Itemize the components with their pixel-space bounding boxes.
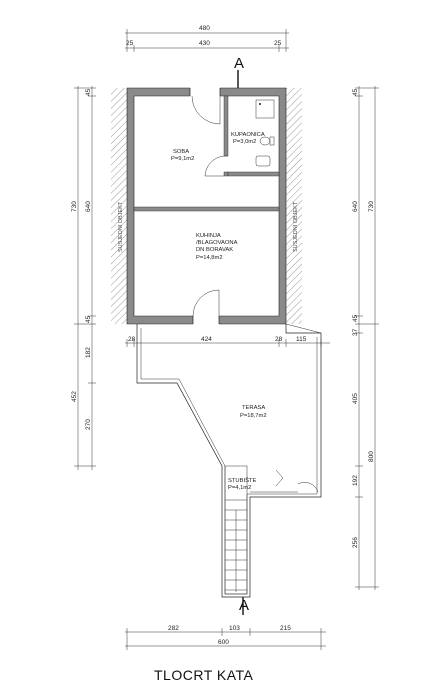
dim-row-2: 424 <box>201 336 212 343</box>
neighbour-hatch-right <box>286 88 302 324</box>
svg-text:P=18,7m2: P=18,7m2 <box>240 413 267 419</box>
walls <box>126 87 287 325</box>
dim-left-total-2: 452 <box>71 391 78 402</box>
dim-left-2: 640 <box>85 201 92 212</box>
svg-text:STUBIŠTE: STUBIŠTE <box>228 477 256 484</box>
dim-row-3: 28 <box>275 336 283 343</box>
neighbour-label-right: SUSJEDNI OBJEKT <box>293 201 299 252</box>
dim-top-total: 480 <box>199 25 210 32</box>
svg-text:P=9,1m2: P=9,1m2 <box>171 156 194 162</box>
dimension-right <box>355 86 379 590</box>
dim-right-4: 45 <box>352 314 359 322</box>
dim-right-total-2: 800 <box>368 451 375 462</box>
room-label-soba: SOBA P=9,1m2 <box>171 149 194 162</box>
dimension-top <box>125 29 289 52</box>
svg-text:P=14,8m2: P=14,8m2 <box>196 255 223 261</box>
svg-text:KUPAONICA: KUPAONICA <box>231 132 265 138</box>
dim-left-5: 270 <box>85 419 92 430</box>
dimension-left <box>74 86 96 470</box>
section-line <box>237 70 244 615</box>
dim-left-3: 45 <box>85 315 92 323</box>
dim-left-total-1: 730 <box>71 201 78 212</box>
dim-right-5: 405 <box>352 393 359 404</box>
toilet <box>259 136 271 146</box>
svg-text:KUHINJA: KUHINJA <box>196 233 221 239</box>
room-label-kuhinja: KUHINJA /BLAGOVAONA DN BORAVAK P=14,8m2 <box>196 233 238 261</box>
shower-tray <box>255 99 275 119</box>
dim-top-part-1: 25 <box>126 40 134 47</box>
room-label-stubiste: STUBIŠTE P=4,1m2 <box>228 477 256 491</box>
neighbour-hatch-left <box>111 88 127 324</box>
room-label-kupaonica: KUPAONICA P=3,0m2 <box>231 132 265 145</box>
section-mark-bottom: A <box>239 597 249 614</box>
room-label-terasa: TERASA P=18,7m2 <box>240 405 267 419</box>
svg-text:P=3,0m2: P=3,0m2 <box>233 139 256 145</box>
svg-text:P=4,1m2: P=4,1m2 <box>228 485 251 491</box>
dim-row-1: 28 <box>128 336 136 343</box>
neighbour-label-left: SUSJEDNI OBJEKT <box>118 201 124 252</box>
dim-right-1: 45 <box>352 88 359 96</box>
svg-text:DN BORAVAK: DN BORAVAK <box>196 247 233 253</box>
dim-right-total-1: 730 <box>368 201 375 212</box>
dim-row-4: 115 <box>296 336 307 343</box>
dim-right-2: 640 <box>352 201 359 212</box>
bathroom-fixtures <box>255 99 275 167</box>
washbasin <box>255 155 271 167</box>
dim-right-7: 256 <box>352 537 359 548</box>
door-swings <box>191 95 228 317</box>
dim-left-1: 45 <box>85 88 92 96</box>
dimension-upper-row <box>125 339 330 347</box>
dim-right-6: 192 <box>352 475 359 486</box>
dim-bottom-3: 215 <box>280 625 291 632</box>
dim-bottom-total: 600 <box>218 639 229 646</box>
svg-text:/BLAGOVAONA: /BLAGOVAONA <box>196 240 238 246</box>
stairs <box>224 465 319 595</box>
dim-bottom-1: 282 <box>168 625 179 632</box>
svg-text:SOBA: SOBA <box>173 149 189 155</box>
terrace-outline <box>136 323 322 598</box>
dim-top-part-2: 430 <box>199 40 210 47</box>
dim-bottom-2: 103 <box>229 625 240 632</box>
dim-left-4: 182 <box>85 347 92 358</box>
dim-right-3: 37 <box>352 328 359 336</box>
dim-top-part-3: 25 <box>274 40 282 47</box>
section-mark-top: A <box>234 55 244 72</box>
svg-text:TERASA: TERASA <box>242 405 265 411</box>
drawing-title: TLOCRT KATA <box>154 667 254 683</box>
dimension-bottom <box>125 628 326 650</box>
